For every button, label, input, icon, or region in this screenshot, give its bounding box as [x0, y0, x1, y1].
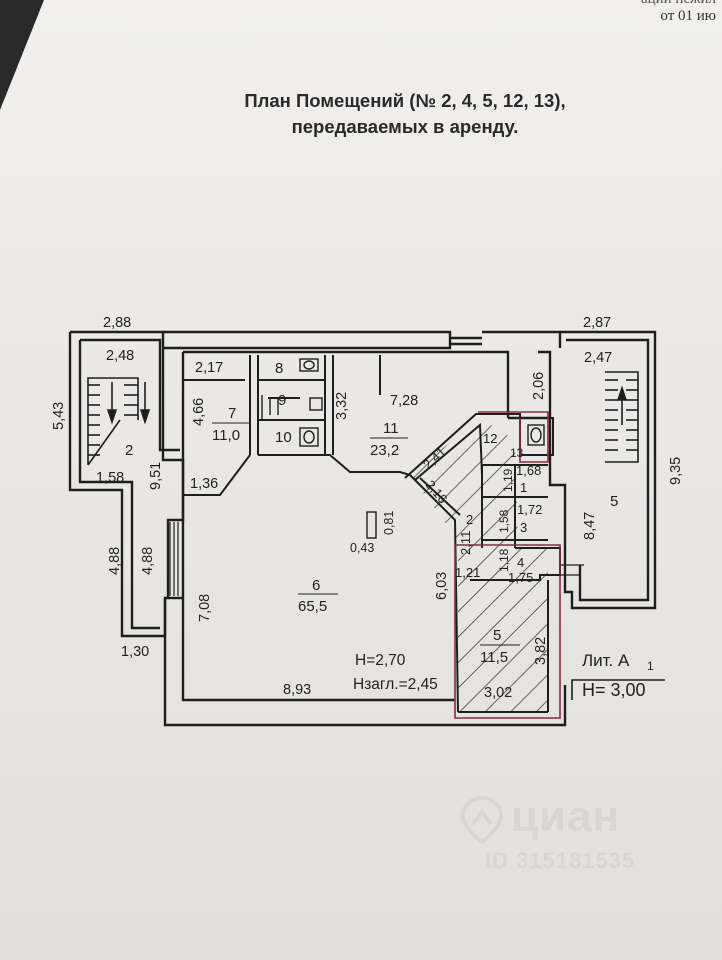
dim-1-21: 1,21 — [455, 565, 480, 580]
dim-9-51: 9,51 — [148, 462, 164, 490]
dim-2-11: 2,11 — [458, 531, 473, 555]
cian-watermark: циан ID 315181535 — [455, 790, 665, 885]
watermark-brand: циан — [511, 792, 621, 841]
leased-area-outline — [454, 411, 561, 719]
dim-3-82: 3,82 — [533, 637, 549, 665]
dim-2-88: 2,88 — [103, 315, 131, 331]
leased-area-hatch — [410, 418, 548, 712]
right-stairs — [605, 371, 639, 463]
room-9: 9 — [278, 392, 286, 409]
inner-partitions — [183, 355, 561, 713]
room-6-area: 65,5 — [298, 598, 327, 615]
dim-1-18: 1,18 — [497, 548, 511, 572]
dim-5-43: 5,43 — [51, 402, 67, 430]
room-11-area: 23,2 — [370, 442, 399, 459]
dim-3-02: 3,02 — [484, 685, 512, 701]
room-7-number: 7 — [228, 405, 236, 422]
dim-6-03: 6,03 — [434, 572, 450, 600]
room-3: 3 — [520, 520, 527, 535]
dim-0-43: 0,43 — [350, 541, 374, 555]
room-2-left: 2 — [125, 442, 133, 459]
room-12: 12 — [483, 431, 497, 446]
dim-8-93: 8,93 — [283, 682, 311, 698]
dim-1-72: 1,72 — [517, 502, 542, 517]
dim-2-87: 2,87 — [583, 315, 611, 331]
dim-1-19: 1,19 — [501, 468, 515, 492]
page-title: План Помещений (№ 2, 4, 5, 12, 13), пере… — [170, 88, 640, 140]
dim-7-28: 7,28 — [390, 393, 418, 409]
title-line-1: План Помещений (№ 2, 4, 5, 12, 13), — [244, 90, 566, 111]
dim-1-58: 1,58 — [96, 470, 124, 486]
height-main: Н=2,70 — [355, 652, 406, 669]
dim-2-06: 2,06 — [531, 372, 547, 400]
dim-2-47: 2,47 — [584, 350, 612, 366]
dim-1-36: 1,36 — [190, 476, 218, 492]
ceiling-heights: Н=2,70 Нзагл.=2,45 — [353, 652, 438, 693]
date-fragment: от 01 ию — [660, 8, 716, 24]
dim-2-17: 2,17 — [195, 360, 223, 376]
windows — [169, 522, 584, 596]
watermark-id: ID 315181535 — [485, 848, 636, 873]
room-2-mid: 2 — [466, 512, 473, 527]
lit-a-label: Лит. А 1 Н= 3,00 — [582, 651, 654, 700]
room-1: 1 — [520, 480, 527, 495]
room-5-number: 5 — [493, 627, 501, 644]
room-11-number: 11 — [383, 420, 399, 437]
room-7-area: 11,0 — [212, 427, 240, 444]
dim-1-68: 1,68 — [516, 463, 541, 478]
lit-height: Н= 3,00 — [582, 680, 646, 700]
dim-9-35: 9,35 — [668, 457, 684, 485]
dimension-labels: 2,88 2,87 2,48 2,47 5,43 9,35 2,17 4,66 … — [51, 315, 684, 701]
top-right-note: ации нежил от 01 ию — [641, 0, 716, 25]
height-floor: Нзагл.=2,45 — [353, 676, 438, 693]
left-stairs — [87, 377, 151, 466]
dim-0-81: 0,81 — [382, 511, 396, 535]
room-8: 8 — [275, 360, 283, 377]
dim-4-88-left: 4,88 — [107, 547, 123, 575]
room-labels: 2 7 11,0 8 9 10 11 23,2 12 13 1 2 3 4 5 … — [125, 360, 618, 666]
outer-walls — [68, 330, 657, 727]
dim-4-88-right: 4,88 — [140, 547, 156, 575]
dim-7-08: 7,08 — [197, 594, 213, 622]
lit-subscript: 1 — [647, 659, 654, 673]
dim-1-75: 1,75 — [508, 570, 533, 585]
cian-logo-icon — [460, 795, 504, 844]
dark-corner-shadow — [0, 0, 44, 110]
top-right-fragment: ации нежил — [641, 0, 716, 8]
dim-2-48: 2,48 — [106, 348, 134, 364]
room-10: 10 — [275, 429, 292, 446]
room-5-right: 5 — [610, 493, 618, 510]
sanitary-fixtures — [261, 358, 545, 539]
room-5-area: 11,5 — [480, 649, 508, 666]
room-4: 4 — [517, 555, 524, 570]
lit-box — [571, 679, 665, 700]
dim-3-32: 3,32 — [334, 392, 350, 420]
dim-1-58-b: 1,58 — [497, 509, 511, 533]
room-13: 13 — [510, 446, 524, 460]
title-line-2: передаваемых в аренду. — [291, 116, 519, 137]
dim-4-66: 4,66 — [191, 398, 207, 426]
dim-1-30: 1,30 — [121, 644, 149, 660]
room-6-number: 6 — [312, 577, 320, 594]
lit-label: Лит. А — [582, 651, 630, 670]
dim-8-47: 8,47 — [582, 512, 598, 540]
